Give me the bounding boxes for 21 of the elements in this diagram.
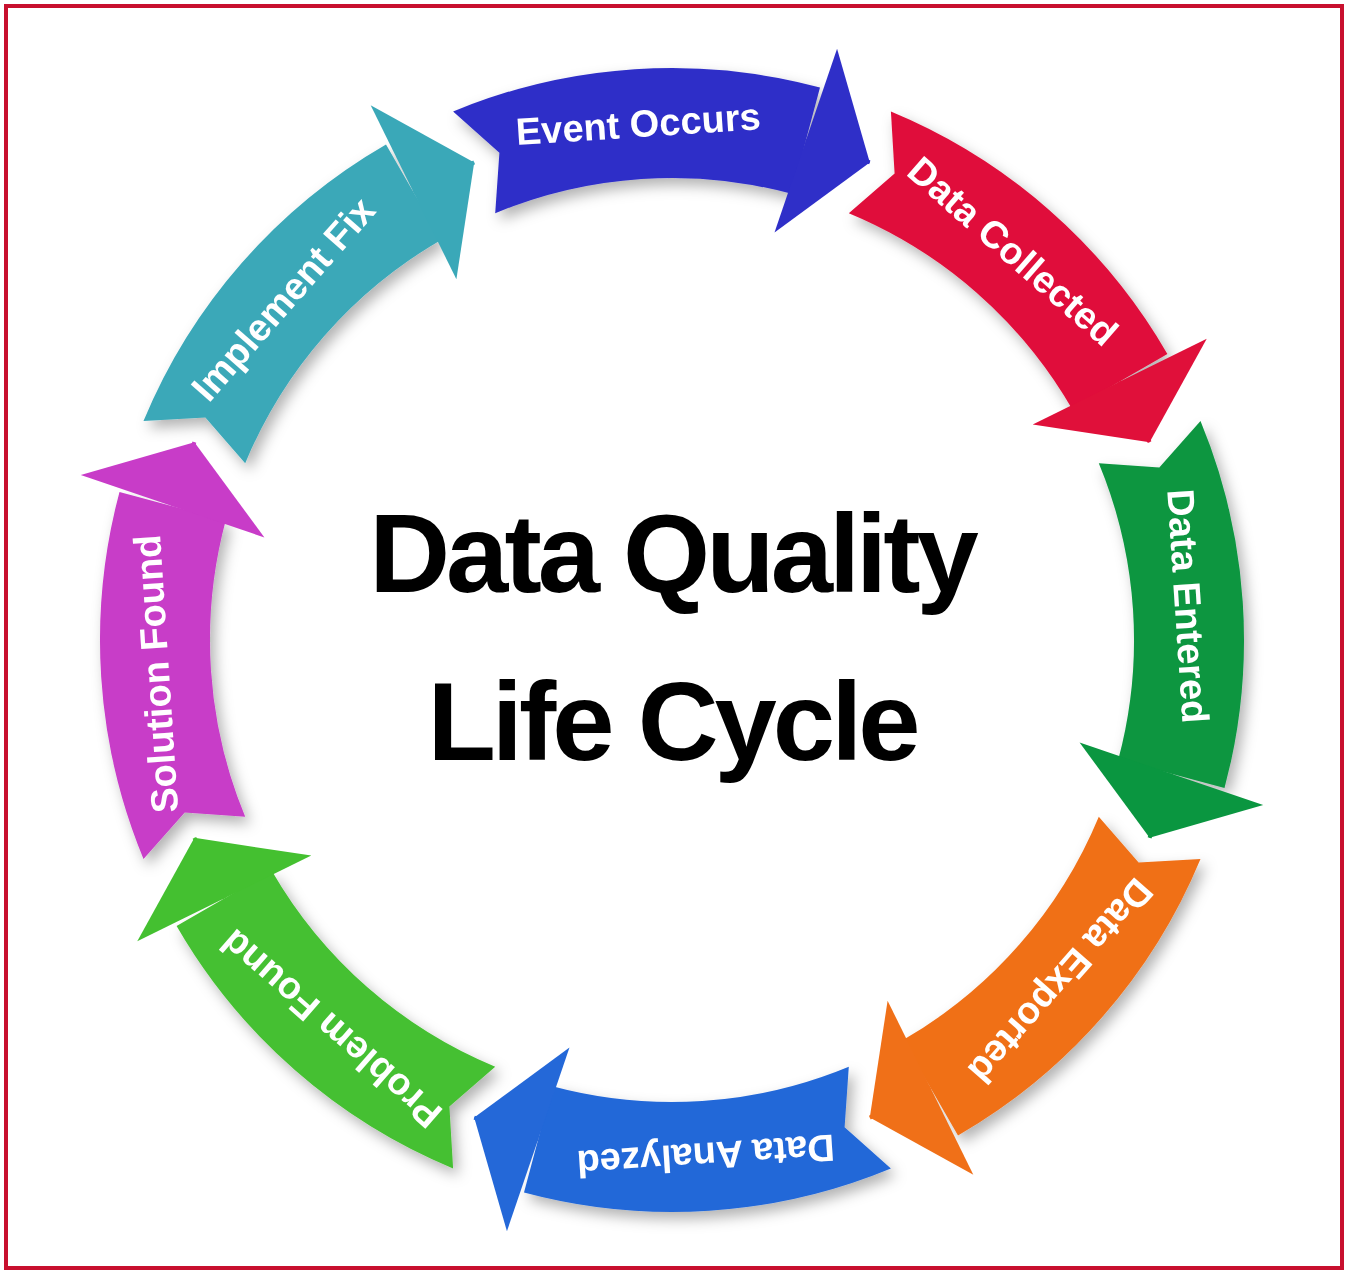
- arrow-head: [370, 105, 476, 280]
- cycle-arrow-body: [176, 871, 496, 1169]
- arrow-head: [1032, 338, 1207, 444]
- cycle-arrow-body: [524, 1066, 891, 1212]
- arrow-head: [868, 1000, 974, 1175]
- cycle-arrow-body: [453, 68, 820, 214]
- step-label: Solution Found: [126, 533, 187, 815]
- cycle-arrow-body: [903, 816, 1201, 1136]
- arrow-head: [1079, 742, 1264, 839]
- cycle-arrow-body: [1098, 421, 1244, 788]
- cycle-arrow-body: [143, 144, 441, 464]
- cycle-arrow-body: [100, 492, 246, 859]
- cycle-arrow-body: [848, 111, 1168, 409]
- title: Data Quality Life Cycle: [368, 490, 977, 786]
- arrow-head: [774, 48, 871, 233]
- arrow-head: [80, 441, 265, 538]
- step-label: Data Entered: [1159, 487, 1217, 725]
- step-label: Data Analyzed: [575, 1126, 837, 1186]
- arrow-head: [473, 1047, 570, 1232]
- arrow-head: [137, 836, 312, 942]
- step-label: Event Occurs: [514, 95, 762, 154]
